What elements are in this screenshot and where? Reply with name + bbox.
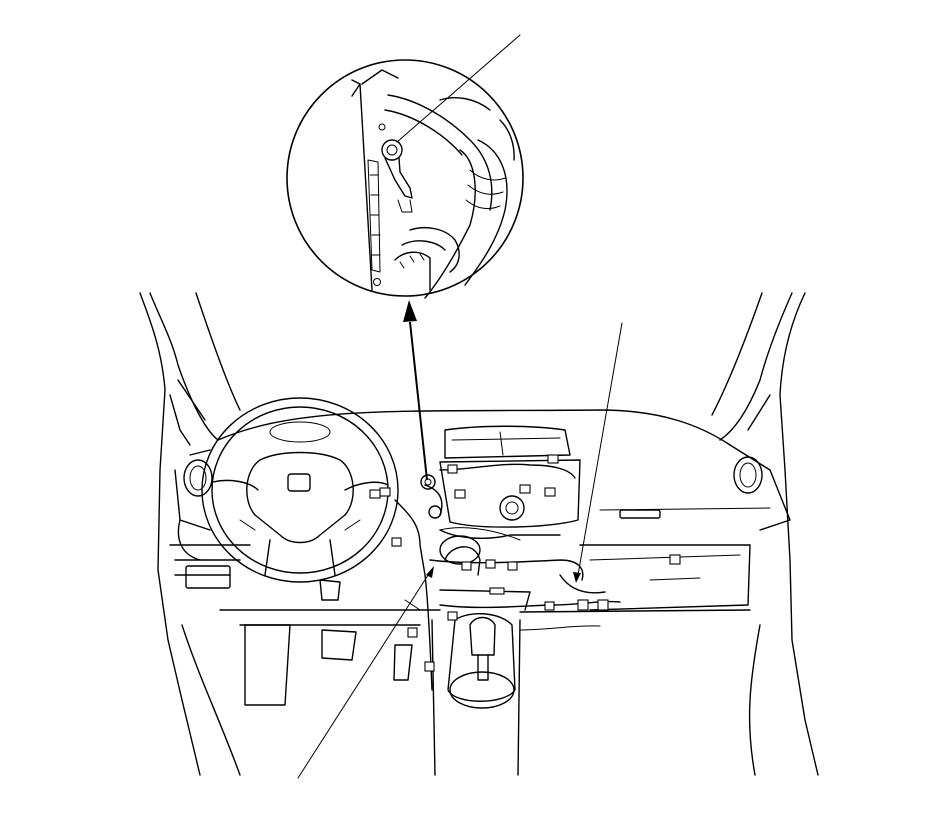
inset-wire-harness [384,94,515,299]
dashboard [169,409,791,626]
callout-leader-bottom [297,571,431,779]
wire-harness [394,463,621,691]
center-console [431,612,521,776]
pedals [244,579,413,706]
left-vent [183,459,213,497]
right-vent [733,456,763,494]
steering-wheel [201,397,399,583]
callout-leader-right [577,322,623,576]
connectors [369,454,681,672]
ground-terminal [381,139,413,213]
center-stack [439,425,581,611]
callout-leaders [297,322,623,779]
car-body-right [711,292,819,776]
detail-arrow [403,300,428,481]
inset-bracket [351,69,399,291]
callout-leader-top [396,34,521,143]
car-body-left [139,292,241,776]
detail-inset [286,34,524,299]
